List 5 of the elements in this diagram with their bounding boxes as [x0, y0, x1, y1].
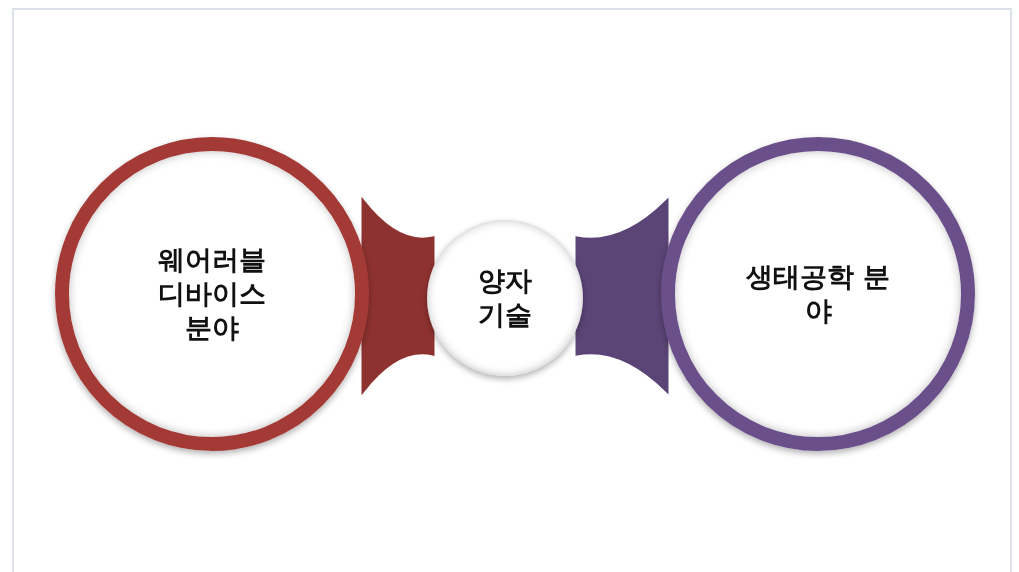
- connector-band: [361, 199, 435, 393]
- node-label: 생태공학 분야: [744, 260, 892, 328]
- node-label: 웨어러블 디바이스 분야: [157, 243, 267, 345]
- node-label: 양자 기술: [477, 264, 533, 332]
- connector-band: [575, 199, 669, 393]
